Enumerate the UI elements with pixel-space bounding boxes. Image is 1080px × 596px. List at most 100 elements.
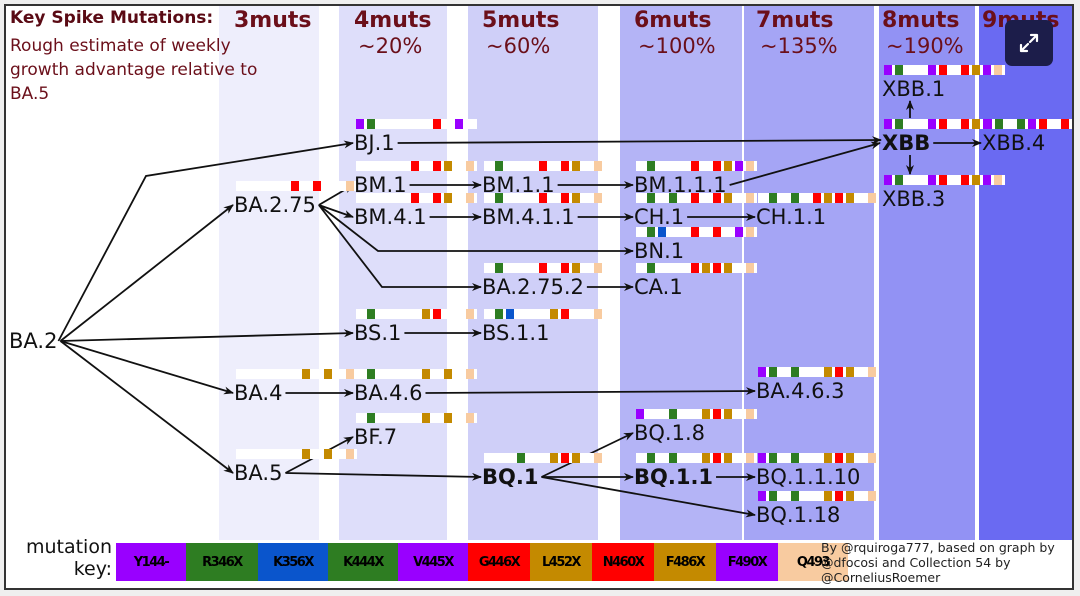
mutation-empty bbox=[528, 263, 536, 273]
mutation-empty bbox=[484, 161, 492, 171]
mutation-empty bbox=[658, 193, 666, 203]
mutation-Y144- bbox=[636, 409, 644, 419]
mutation-N460X bbox=[561, 309, 569, 319]
mutation-empty bbox=[647, 409, 655, 419]
lineage-node: BM.4.1.1 bbox=[482, 205, 575, 229]
mutation-F486X bbox=[444, 161, 452, 171]
mutation-Y144- bbox=[884, 65, 892, 75]
mutation-empty bbox=[680, 263, 688, 273]
lineage-node: BM.1 bbox=[354, 173, 407, 197]
mutation-key-item: G446X bbox=[468, 543, 530, 581]
mutation-empty bbox=[724, 227, 732, 237]
mutation-empty bbox=[280, 369, 288, 379]
mutation-empty bbox=[247, 449, 255, 459]
mutation-F486X bbox=[846, 367, 854, 377]
mutation-R346X bbox=[895, 175, 903, 185]
mutation-G446X bbox=[691, 161, 699, 171]
mutation-empty bbox=[422, 193, 430, 203]
mutation-bar bbox=[758, 491, 879, 501]
mutation-R346X bbox=[895, 119, 903, 129]
mutation-N460X bbox=[433, 193, 441, 203]
mutation-empty bbox=[247, 181, 255, 191]
mutation-empty bbox=[539, 309, 547, 319]
mutation-R346X bbox=[769, 193, 777, 203]
lineage-node: BF.7 bbox=[354, 425, 398, 449]
mutation-bar bbox=[236, 181, 357, 191]
mutation-L452X bbox=[550, 309, 558, 319]
mutation-key-item: N460X bbox=[592, 543, 654, 581]
mutation-empty bbox=[389, 161, 397, 171]
mutation-bar bbox=[236, 369, 357, 379]
mutation-empty bbox=[780, 367, 788, 377]
edge-BA.2-to-BA.5 bbox=[59, 340, 234, 474]
mutation-F490X bbox=[983, 65, 991, 75]
lineage-node: XBB bbox=[882, 131, 931, 155]
mutation-empty bbox=[484, 193, 492, 203]
mutation-empty bbox=[236, 181, 244, 191]
mutation-empty bbox=[313, 369, 321, 379]
mutation-V445X bbox=[928, 175, 936, 185]
mutation-F486X bbox=[444, 193, 452, 203]
mutation-empty bbox=[528, 453, 536, 463]
mutation-L452X bbox=[422, 369, 430, 379]
mutation-bar bbox=[984, 119, 1072, 129]
mutation-bar bbox=[636, 263, 757, 273]
mutation-empty bbox=[857, 367, 865, 377]
mutation-empty bbox=[378, 369, 386, 379]
mutation-N460X bbox=[961, 175, 969, 185]
mutation-empty bbox=[917, 65, 925, 75]
lineage-node: BQ.1.1 bbox=[634, 465, 714, 489]
mutation-empty bbox=[680, 227, 688, 237]
mutation-empty bbox=[444, 309, 452, 319]
mutation-empty bbox=[356, 161, 364, 171]
mutation-V445X bbox=[928, 119, 936, 129]
mutation-empty bbox=[702, 161, 710, 171]
mutation-empty bbox=[539, 453, 547, 463]
mutation-L452X bbox=[422, 413, 430, 423]
column-7muts bbox=[744, 6, 874, 540]
mutation-empty bbox=[335, 369, 343, 379]
mutation-empty bbox=[917, 175, 925, 185]
lineage-node: BQ.1.8 bbox=[634, 421, 706, 445]
mutation-Q493 bbox=[868, 491, 876, 501]
mutation-key-item: F490X bbox=[716, 543, 778, 581]
mutation-Q493 bbox=[466, 193, 474, 203]
mutation-empty bbox=[528, 309, 536, 319]
mutation-empty bbox=[455, 369, 463, 379]
mutation-empty bbox=[367, 161, 375, 171]
mutation-empty bbox=[280, 181, 288, 191]
mutation-N460X bbox=[835, 367, 843, 377]
mutation-bar bbox=[356, 161, 477, 171]
mutation-empty bbox=[669, 161, 677, 171]
mutation-empty bbox=[455, 193, 463, 203]
lineage-node: BQ.1 bbox=[482, 465, 539, 489]
mutation-empty bbox=[302, 181, 310, 191]
diagram-title: Key Spike Mutations: bbox=[10, 8, 214, 28]
mutation-empty bbox=[906, 175, 914, 185]
mutation-empty bbox=[528, 193, 536, 203]
mutation-G446X bbox=[813, 193, 821, 203]
mutation-R346X bbox=[495, 263, 503, 273]
mutation-empty bbox=[780, 491, 788, 501]
mutation-empty bbox=[658, 409, 666, 419]
mutation-key-item: L452X bbox=[530, 543, 592, 581]
mutation-G446X bbox=[291, 181, 299, 191]
mutation-N460X bbox=[713, 409, 721, 419]
mutation-R346X bbox=[495, 193, 503, 203]
mutation-N460X bbox=[561, 161, 569, 171]
mutation-key-label-line2: key: bbox=[73, 558, 112, 580]
mutation-key-item: F486X bbox=[654, 543, 716, 581]
mutation-Q493 bbox=[346, 449, 354, 459]
expand-button[interactable] bbox=[1005, 20, 1053, 66]
lineage-node: BA.4.6 bbox=[354, 381, 423, 405]
mutation-K444X bbox=[669, 453, 677, 463]
mutation-empty bbox=[950, 175, 958, 185]
mutation-empty bbox=[658, 453, 666, 463]
mutation-empty bbox=[324, 181, 332, 191]
mutation-empty bbox=[356, 413, 364, 423]
mutation-empty bbox=[857, 453, 865, 463]
mutation-empty bbox=[356, 369, 364, 379]
mutation-empty bbox=[813, 453, 821, 463]
mutation-empty bbox=[291, 369, 299, 379]
mutation-N460X bbox=[713, 227, 721, 237]
